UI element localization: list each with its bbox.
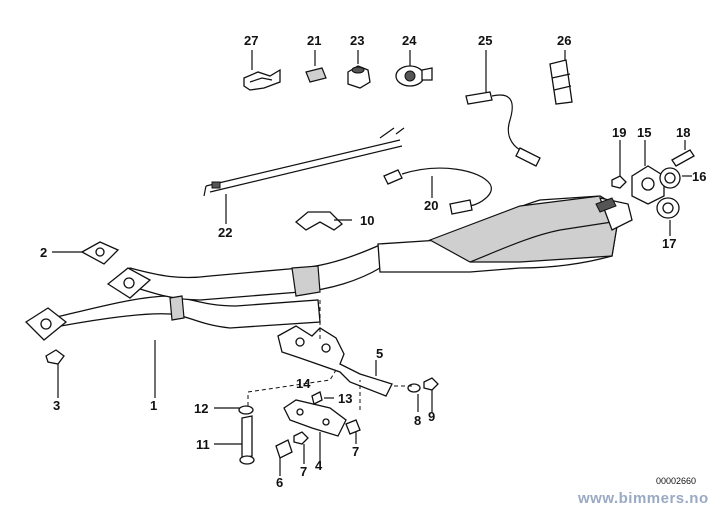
- ring-16: [659, 167, 681, 189]
- nut-3: [45, 349, 65, 365]
- reference-number: 00002660: [656, 476, 696, 486]
- bolt-18: [671, 149, 695, 167]
- nut-23: [347, 65, 371, 89]
- callout-13: 13: [338, 391, 352, 406]
- front-pipe-drawing: [24, 242, 383, 341]
- pad-21: [305, 67, 327, 83]
- callout-15: 15: [637, 125, 651, 140]
- assembly-lines: [247, 300, 412, 410]
- bolt-11: [239, 415, 255, 465]
- leader-lines: [52, 50, 692, 476]
- heat-shield-strap-22: [203, 127, 405, 197]
- callout-17: 17: [662, 236, 676, 251]
- bracket-5: [277, 325, 393, 397]
- flange-15: [631, 165, 665, 205]
- nut-7a: [293, 431, 309, 445]
- callout-19: 19: [612, 125, 626, 140]
- callout-3: 3: [53, 398, 60, 413]
- callout-6: 6: [276, 475, 283, 490]
- callout-11: 11: [196, 437, 210, 452]
- callout-20: 20: [424, 198, 438, 213]
- callout-labels: 1 2 3 4 5 6 7 7 8 9 10 11 12 13 14 15 16…: [40, 33, 706, 490]
- nut-7b: [345, 419, 361, 435]
- gasket-2: [80, 241, 120, 265]
- callout-12: 12: [194, 401, 208, 416]
- washer-12: [238, 405, 254, 415]
- nut-9: [423, 377, 439, 391]
- catalytic-converter-drawing: [377, 195, 633, 273]
- bolt-6: [275, 439, 293, 459]
- callout-21: 21: [307, 33, 321, 48]
- callout-7b: 7: [352, 444, 359, 459]
- callout-23: 23: [350, 33, 364, 48]
- callout-7a: 7: [300, 464, 307, 479]
- washer-8: [407, 383, 421, 393]
- callout-22: 22: [218, 225, 232, 240]
- watermark: www.bimmers.no: [577, 490, 709, 507]
- callout-16: 16: [692, 169, 706, 184]
- callout-8: 8: [414, 413, 421, 428]
- nut-19: [611, 175, 627, 189]
- callout-25: 25: [478, 33, 492, 48]
- callout-27: 27: [244, 33, 258, 48]
- callout-9: 9: [428, 409, 435, 424]
- clip-27: [243, 68, 281, 91]
- callout-4: 4: [315, 458, 323, 473]
- oxygen-sensor-20: [383, 167, 492, 215]
- callout-14: 14: [296, 376, 311, 391]
- clamp-26: [549, 59, 573, 105]
- callout-26: 26: [557, 33, 571, 48]
- oxygen-sensor-25: [465, 91, 541, 167]
- callout-5: 5: [376, 346, 383, 361]
- hanger-10: [294, 211, 343, 231]
- seal-17: [656, 197, 680, 219]
- callout-1: 1: [150, 398, 157, 413]
- callout-2: 2: [40, 245, 47, 260]
- mount-24: [395, 65, 433, 87]
- callout-18: 18: [676, 125, 690, 140]
- bolt-13: [311, 391, 323, 405]
- bracket-4: [283, 399, 347, 437]
- callout-24: 24: [402, 33, 417, 48]
- callout-10: 10: [360, 213, 374, 228]
